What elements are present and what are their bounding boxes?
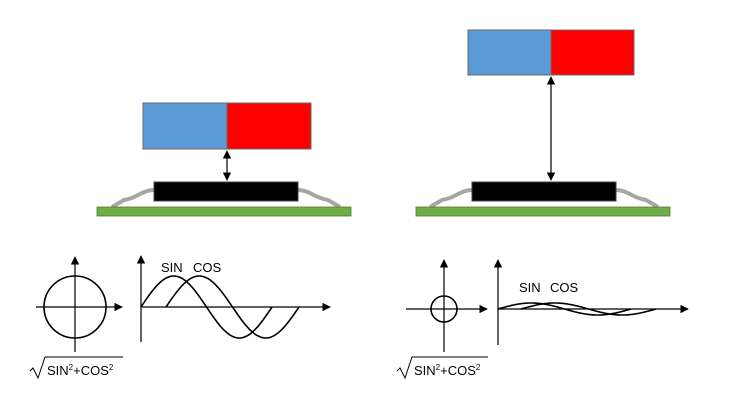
left-sin-wave (140, 275, 273, 339)
left-magnet-south (226, 102, 312, 150)
left-signal-plot: SIN COS SIN2+COS2 (29, 255, 331, 380)
right-pcb (415, 206, 671, 217)
right-setup (415, 29, 671, 217)
right-formula: SIN2+COS2 (414, 363, 481, 378)
right-magnet-south (550, 29, 635, 76)
left-lead-left (110, 188, 155, 209)
left-sensor-chip (153, 181, 299, 202)
left-pcb (96, 206, 352, 217)
left-amplitude-circle (43, 275, 107, 339)
left-lead-right (297, 188, 342, 209)
right-sqrt-symbol (396, 356, 488, 380)
right-amplitude-circle (430, 295, 458, 323)
right-cos-wave (520, 302, 657, 316)
left-cos-label: COS (193, 260, 222, 275)
right-lead-left (428, 188, 473, 209)
right-sensor-chip (471, 181, 617, 202)
left-magnet-north (142, 102, 228, 150)
left-setup (96, 102, 352, 217)
right-magnet-north (467, 29, 552, 76)
left-formula: SIN2+COS2 (47, 363, 114, 378)
right-lead-right (615, 188, 660, 209)
right-cos-label: COS (550, 280, 579, 295)
right-sin-label: SIN (519, 280, 541, 295)
left-cos-wave (165, 275, 300, 339)
left-sqrt-symbol (29, 356, 123, 380)
right-signal-plot: SIN COS SIN2+COS2 (396, 259, 689, 380)
left-sin-label: SIN (161, 260, 183, 275)
